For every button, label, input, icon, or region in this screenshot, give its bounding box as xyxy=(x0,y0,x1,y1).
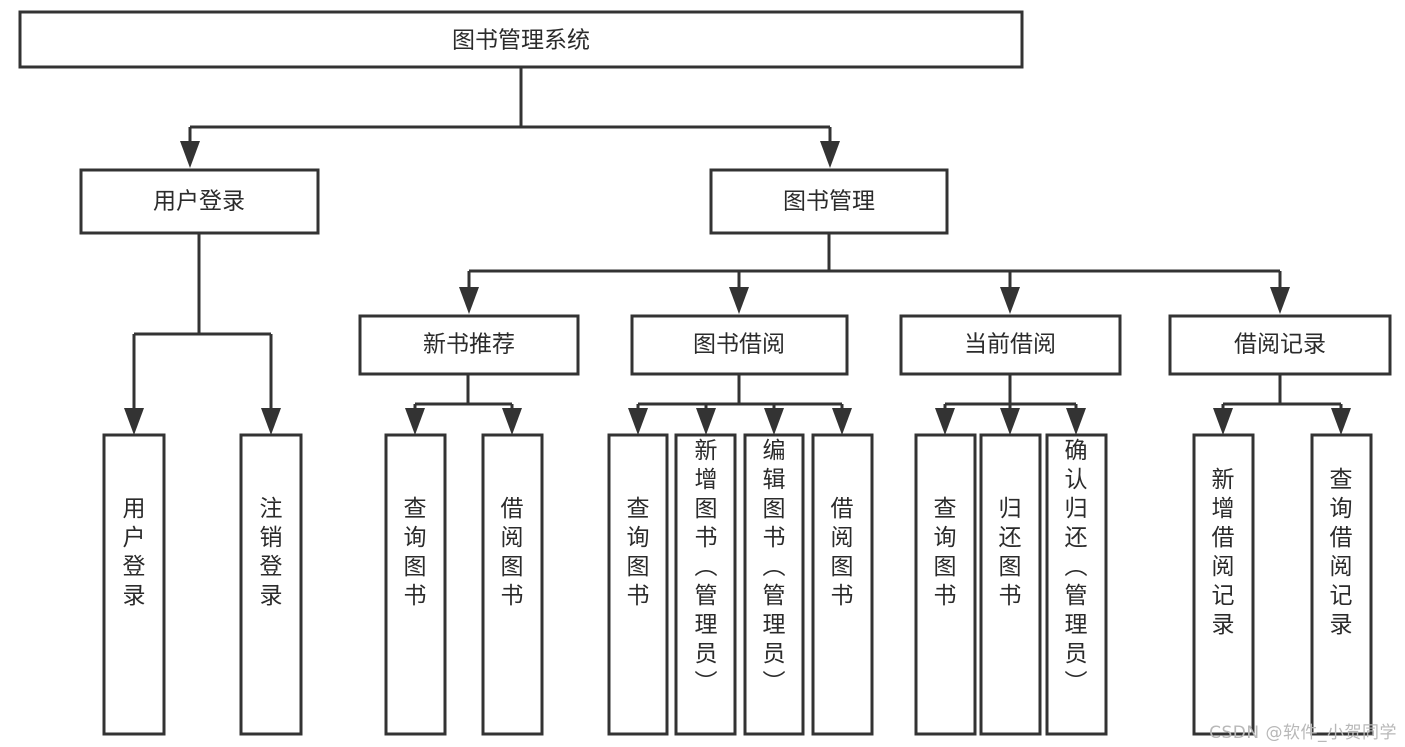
node-leaf-return-book-label: 归还图书 xyxy=(999,496,1022,609)
arrow-head-leaf-add-book xyxy=(696,408,716,435)
node-leaf-return-book-box[interactable] xyxy=(979,433,1042,736)
node-leaf-query-book-2-box[interactable] xyxy=(607,433,669,736)
arrow-head-leaf-query-record xyxy=(1331,408,1351,435)
node-current-borrow-label: 当前借阅 xyxy=(964,332,1056,358)
arrow-head-leaf-edit-book xyxy=(764,408,784,435)
node-leaf-edit-book[interactable]: 编辑图书︵管理员︶ xyxy=(743,433,805,736)
node-leaf-query-book-3-label: 查询图书 xyxy=(934,496,957,609)
arrow-head-current-borrow xyxy=(1000,287,1020,314)
node-leaf-borrow-book-2[interactable]: 借阅图书 xyxy=(811,433,874,736)
node-leaf-borrow-book-2-box[interactable] xyxy=(811,433,874,736)
node-book-borrow-box[interactable] xyxy=(630,314,849,376)
node-leaf-query-book-1[interactable]: 查询图书 xyxy=(384,433,447,736)
node-leaf-confirm-return-label: 确认归还︵管理员︶ xyxy=(1065,438,1088,696)
node-leaf-borrow-book-1[interactable]: 借阅图书 xyxy=(481,433,544,736)
arrow-head-leaf-query-book-2 xyxy=(628,408,648,435)
node-leaf-query-record-box[interactable] xyxy=(1310,433,1373,736)
node-leaf-edit-book-box[interactable] xyxy=(743,433,805,736)
node-borrow-record-label: 借阅记录 xyxy=(1234,332,1326,358)
csdn-watermark: CSDN @软件_小贺同学 xyxy=(1209,723,1397,743)
node-root-box[interactable] xyxy=(18,10,1024,69)
node-book-borrow-label: 图书借阅 xyxy=(693,332,785,358)
arrow-head-leaf-query-book-3 xyxy=(935,408,955,435)
node-leaf-logout-label: 注销登录 xyxy=(260,496,283,609)
node-root-label: 图书管理系统 xyxy=(452,28,590,54)
node-leaf-borrow-book-2-label: 借阅图书 xyxy=(831,496,854,609)
node-leaf-query-record-label: 查询借阅记录 xyxy=(1330,467,1353,638)
arrow-head-leaf-logout xyxy=(261,408,281,435)
connector-layer xyxy=(124,67,1351,435)
node-leaf-query-book-3-box[interactable] xyxy=(914,433,977,736)
node-book-borrow[interactable]: 图书借阅 xyxy=(630,314,849,376)
node-user-login-label: 用户登录 xyxy=(153,189,245,215)
node-leaf-add-book[interactable]: 新增图书︵管理员︶ xyxy=(674,433,737,736)
node-leaf-user-login[interactable]: 用户登录 xyxy=(102,433,166,736)
node-leaf-borrow-book-1-label: 借阅图书 xyxy=(501,496,524,609)
node-book-manage[interactable]: 图书管理 xyxy=(709,168,949,235)
node-user-login-box[interactable] xyxy=(79,168,320,235)
node-leaf-logout-box[interactable] xyxy=(239,433,303,736)
node-leaf-query-book-2-label: 查询图书 xyxy=(627,496,650,609)
node-leaf-query-book-2[interactable]: 查询图书 xyxy=(607,433,669,736)
node-leaf-user-login-label: 用户登录 xyxy=(123,496,146,609)
node-leaf-query-book-1-label: 查询图书 xyxy=(404,496,427,609)
arrow-head-borrow-record xyxy=(1270,287,1290,314)
node-leaf-user-login-box[interactable] xyxy=(102,433,166,736)
node-new-book-rec-label: 新书推荐 xyxy=(423,332,515,358)
arrow-head-leaf-confirm-return xyxy=(1066,408,1086,435)
node-leaf-query-book-1-box[interactable] xyxy=(384,433,447,736)
arrow-head-leaf-add-record xyxy=(1213,408,1233,435)
node-leaf-confirm-return-box[interactable] xyxy=(1045,433,1108,736)
arrow-head-leaf-query-book-1 xyxy=(405,408,425,435)
node-borrow-record[interactable]: 借阅记录 xyxy=(1168,314,1392,376)
arrow-head-new-book-rec xyxy=(459,287,479,314)
arrow-head-leaf-user-login xyxy=(124,408,144,435)
node-leaf-query-book-3[interactable]: 查询图书 xyxy=(914,433,977,736)
node-leaf-query-record[interactable]: 查询借阅记录 xyxy=(1310,433,1373,736)
arrow-head-book-manage xyxy=(820,141,840,168)
arrow-head-leaf-return-book xyxy=(1000,408,1020,435)
node-leaf-logout[interactable]: 注销登录 xyxy=(239,433,303,736)
node-book-manage-box[interactable] xyxy=(709,168,949,235)
node-new-book-rec[interactable]: 新书推荐 xyxy=(358,314,580,376)
node-root[interactable]: 图书管理系统 xyxy=(18,10,1024,69)
node-book-manage-label: 图书管理 xyxy=(783,189,875,215)
arrow-head-book-borrow xyxy=(729,287,749,314)
node-leaf-add-record[interactable]: 新增借阅记录 xyxy=(1192,433,1255,736)
arrow-head-leaf-borrow-book-2 xyxy=(832,408,852,435)
node-user-login[interactable]: 用户登录 xyxy=(79,168,320,235)
node-leaf-borrow-book-1-box[interactable] xyxy=(481,433,544,736)
node-leaf-add-book-box[interactable] xyxy=(674,433,737,736)
node-leaf-confirm-return[interactable]: 确认归还︵管理员︶ xyxy=(1045,433,1108,736)
arrow-head-user-login xyxy=(180,141,200,168)
node-leaf-add-book-label: 新增图书︵管理员︶ xyxy=(695,438,718,696)
node-leaf-return-book[interactable]: 归还图书 xyxy=(979,433,1042,736)
node-leaf-add-record-label: 新增借阅记录 xyxy=(1212,467,1235,638)
node-borrow-record-box[interactable] xyxy=(1168,314,1392,376)
node-current-borrow[interactable]: 当前借阅 xyxy=(899,314,1122,376)
node-leaf-edit-book-label: 编辑图书︵管理员︶ xyxy=(763,438,786,696)
node-leaf-add-record-box[interactable] xyxy=(1192,433,1255,736)
node-current-borrow-box[interactable] xyxy=(899,314,1122,376)
node-new-book-rec-box[interactable] xyxy=(358,314,580,376)
arrow-head-leaf-borrow-book-1 xyxy=(502,408,522,435)
